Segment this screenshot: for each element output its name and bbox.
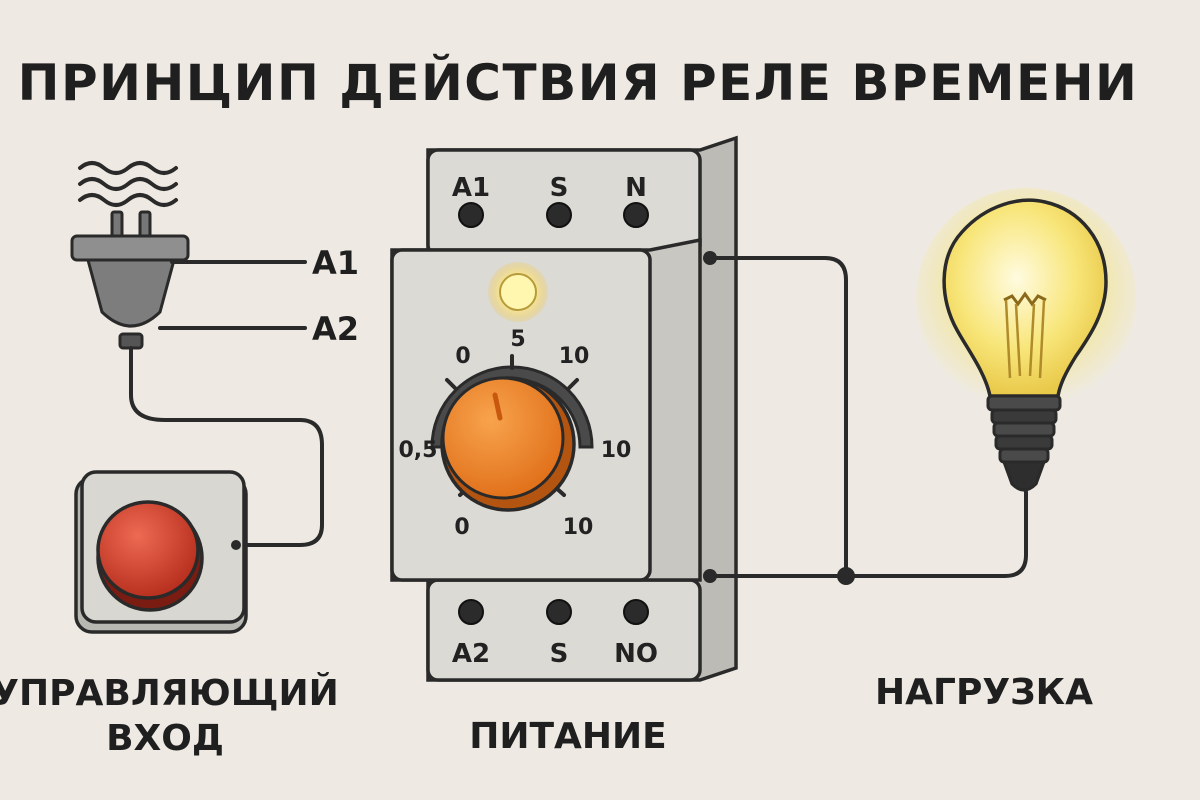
terminal-label-top-a1: A1 <box>452 173 490 203</box>
scale-label-top-right: 10 <box>559 344 590 369</box>
terminal-label-bottom-no: NO <box>614 639 658 669</box>
indicator-led-icon <box>488 262 548 322</box>
scale-label-bottom-right: 10 <box>563 515 594 540</box>
scale-label-top-center: 5 <box>510 327 525 352</box>
bottom-terminals: A2 S NO <box>452 599 658 669</box>
scale-label-mid-left: 0,5 <box>399 438 438 463</box>
terminal-screw-bottom-no[interactable] <box>623 599 649 625</box>
scale-label-mid-right: 10 <box>601 438 632 463</box>
scale-label-bottom-left: 0 <box>454 515 469 540</box>
plug-pin-label-a2: A2 <box>312 310 359 348</box>
control-input-label-line1: УПРАВЛЯЮЩИЙ <box>0 672 339 714</box>
timer-knob-icon[interactable] <box>440 376 576 512</box>
push-button-icon[interactable] <box>74 470 248 634</box>
top-terminals: A1 S N <box>452 173 649 228</box>
control-input-label-line2: ВХОД <box>106 718 224 759</box>
heat-waves-icon <box>78 161 178 207</box>
plug-pin-label-a1: A1 <box>312 244 359 282</box>
terminal-screw-top-a1[interactable] <box>458 202 484 228</box>
terminal-screw-bottom-s[interactable] <box>546 599 572 625</box>
terminal-screw-top-s[interactable] <box>546 202 572 228</box>
control-wire <box>129 346 324 547</box>
load-wiring <box>703 251 1028 585</box>
scale-label-top-left: 0 <box>455 344 470 369</box>
light-bulb-icon <box>916 188 1136 492</box>
terminal-screw-top-n[interactable] <box>623 202 649 228</box>
terminal-screw-bottom-a2[interactable] <box>458 599 484 625</box>
load-label: НАГРУЗКА <box>875 672 1093 713</box>
terminal-label-bottom-s: S <box>550 639 569 669</box>
terminal-label-top-s: S <box>550 173 569 203</box>
terminal-label-bottom-a2: A2 <box>452 639 490 669</box>
power-label: ПИТАНИЕ <box>469 716 667 757</box>
page-title: ПРИНЦИП ДЕЙСТВИЯ РЕЛЕ ВРЕМЕНИ <box>18 53 1139 112</box>
terminal-label-top-n: N <box>625 173 647 203</box>
power-plug-icon <box>70 210 190 350</box>
